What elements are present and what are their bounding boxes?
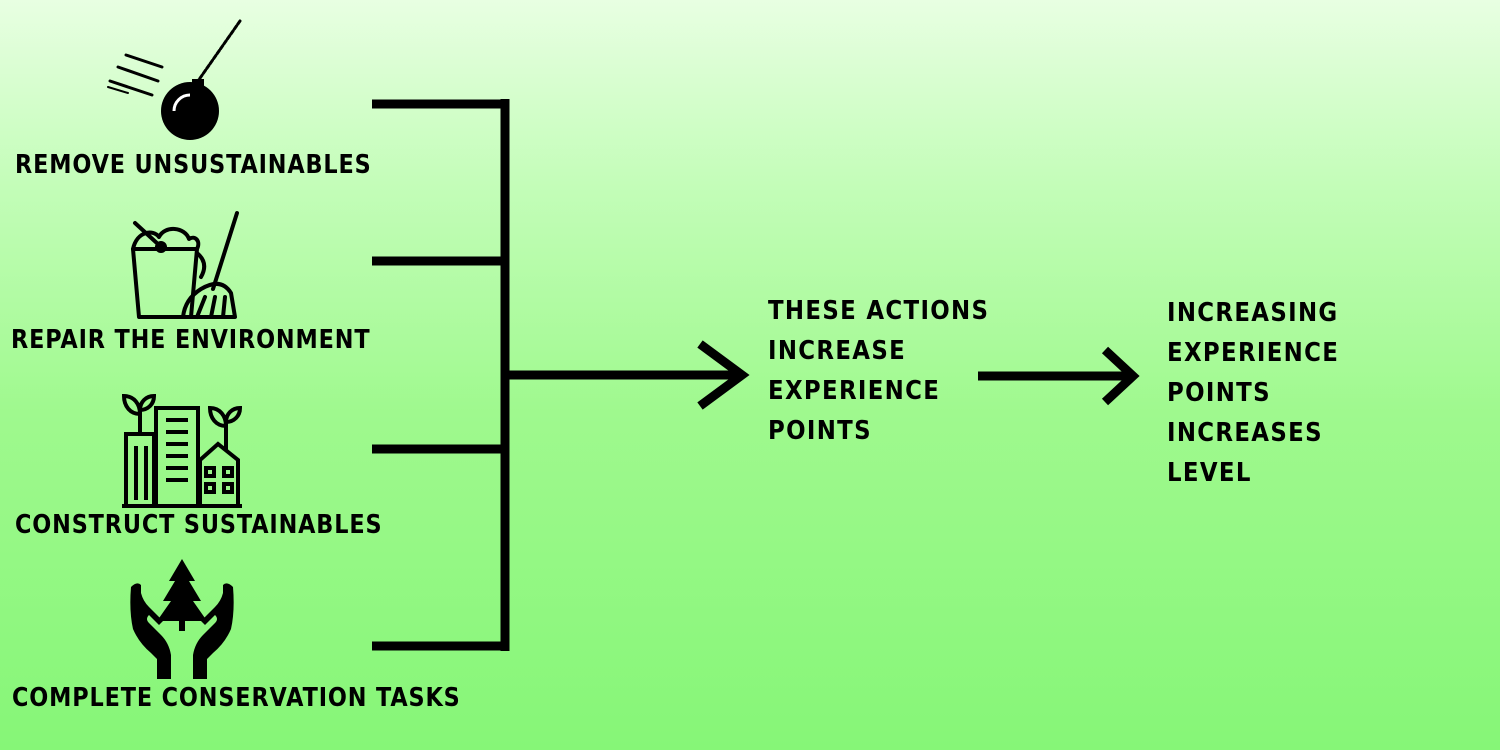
wrecking-ball-icon xyxy=(107,19,242,140)
right-text-line-1: INCREASING xyxy=(1167,298,1339,328)
middle-result-text: THESE ACTIONS INCREASE EXPERIENCE POINTS xyxy=(768,291,989,451)
right-text-line-3: POINTS xyxy=(1167,378,1271,408)
right-result-text: INCREASING EXPERIENCE POINTS INCREASES L… xyxy=(1167,293,1339,493)
action-label-remove-unsustainables: REMOVE UNSUSTAINABLES xyxy=(15,150,372,180)
middle-text-line-4: POINTS xyxy=(768,416,872,446)
action-label-construct-sustainables: CONSTRUCT SUSTAINABLES xyxy=(15,510,383,540)
action-label-repair-the-environment: REPAIR THE ENVIRONMENT xyxy=(11,325,371,355)
right-text-line-5: LEVEL xyxy=(1167,458,1252,488)
second-arrow-head xyxy=(1101,346,1140,406)
hands-holding-tree-icon xyxy=(130,559,234,679)
action-label-complete-conservation-tasks: COMPLETE CONSERVATION TASKS xyxy=(12,683,461,713)
right-text-line-2: EXPERIENCE xyxy=(1167,338,1340,368)
middle-text-line-2: INCREASE xyxy=(768,336,907,366)
middle-text-line-1: THESE ACTIONS xyxy=(768,296,990,326)
right-text-line-4: INCREASES xyxy=(1167,418,1323,448)
bucket-and-broom-icon xyxy=(131,211,239,319)
green-buildings-icon xyxy=(121,393,243,508)
main-arrow-head xyxy=(697,340,750,410)
middle-text-line-3: EXPERIENCE xyxy=(768,376,941,406)
